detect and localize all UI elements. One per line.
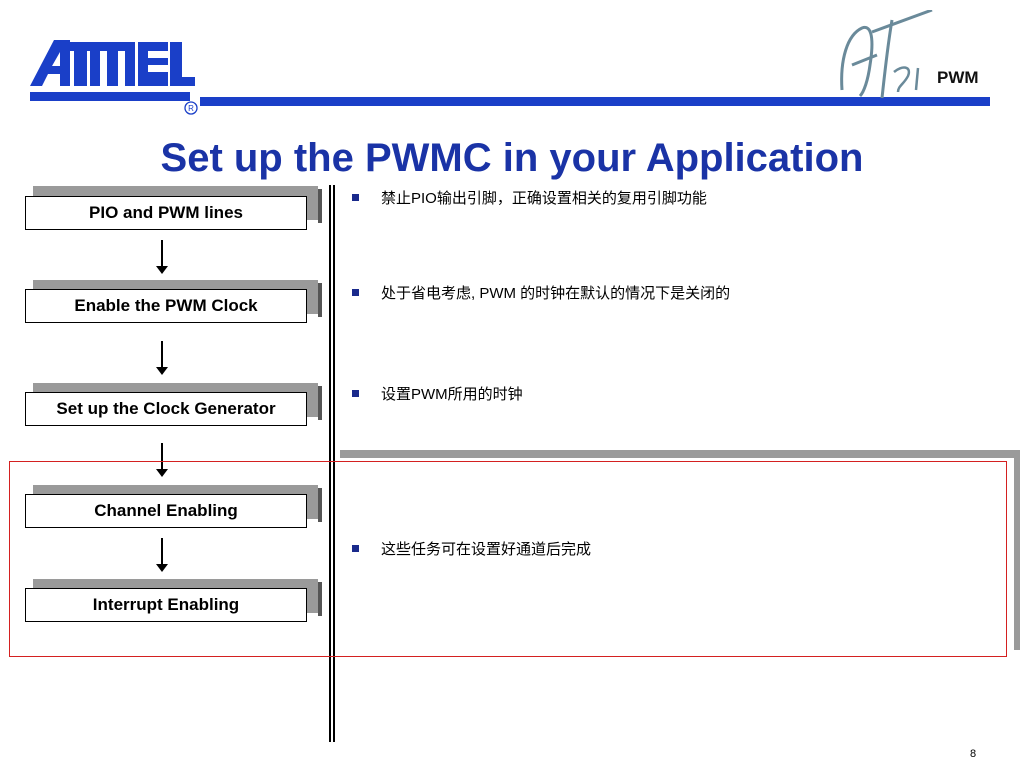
flow-arrow (156, 443, 168, 477)
bullet-item: 禁止PIO输出引脚，正确设置相关的复用引脚功能 (352, 187, 707, 208)
bullet-item: 处于省电考虑, PWM 的时钟在默认的情况下是关闭的 (352, 282, 730, 303)
bullet-item: 设置PWM所用的时钟 (352, 383, 523, 404)
highlight-box (9, 461, 1007, 657)
flow-arrow (156, 538, 168, 572)
divider-bar (329, 185, 331, 742)
atmel-logo: R (30, 36, 200, 116)
step-channel-enabling: Channel Enabling (25, 494, 307, 528)
bullet-square-icon (352, 390, 359, 397)
bullet-square-icon (352, 289, 359, 296)
step-interrupt-enabling: Interrupt Enabling (25, 588, 307, 622)
bullet-square-icon (352, 545, 359, 552)
page-number: 8 (970, 748, 977, 760)
section-label: PWM (937, 68, 979, 87)
svg-text:R: R (188, 104, 194, 113)
divider-bar (333, 185, 335, 742)
bullet-item: 这些任务可在设置好通道后完成 (352, 538, 591, 559)
flow-arrow (156, 341, 168, 375)
flow-arrow (156, 240, 168, 274)
bullet-square-icon (352, 194, 359, 201)
step-enable-pwm-clock: Enable the PWM Clock (25, 289, 307, 323)
step-pio-pwm-lines: PIO and PWM lines (25, 196, 307, 230)
header-divider (200, 97, 990, 106)
highlight-panel (334, 458, 1014, 655)
step-clock-generator: Set up the Clock Generator (25, 392, 307, 426)
at91-logo (832, 8, 937, 110)
slide-title: Set up the PWMC in your Application (160, 136, 864, 180)
